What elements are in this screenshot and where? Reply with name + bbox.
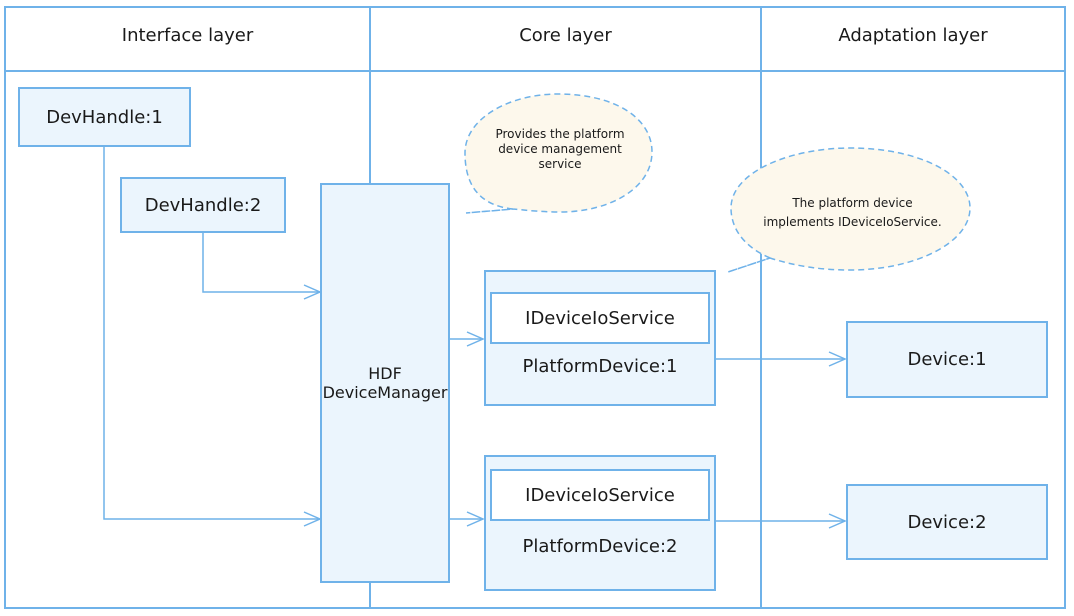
device-2-box: Device:2 — [846, 484, 1048, 560]
devhandle-1-to-manager-connector — [103, 146, 322, 527]
device-manager-label-line-1: HDF — [368, 364, 402, 383]
platform-device-callout-line-2: implements IDeviceIoService. — [763, 215, 942, 229]
device-manager-label-line-2: DeviceManager — [322, 383, 448, 402]
hdf-device-manager-box: HDF DeviceManager — [320, 183, 450, 583]
devhandle-2-to-manager-connector — [202, 232, 322, 300]
manager-callout-line-3: service — [538, 157, 582, 171]
platform-device-1-label: PlatformDevice:1 — [522, 356, 678, 377]
devhandle-2-box: DevHandle:2 — [120, 177, 286, 233]
callout-bubble-platform-device — [727, 147, 971, 273]
core-layer-header: Core layer — [519, 25, 612, 46]
platform-device-callout-line-1: The platform device — [792, 196, 913, 210]
interface-layer-header: Interface layer — [121, 25, 254, 46]
manager-callout-text: Provides the platform device management … — [470, 127, 650, 172]
platform-device-2-label: PlatformDevice:2 — [522, 536, 678, 557]
platform-device-callout-text: The platform device implements IDeviceIo… — [740, 194, 965, 232]
devhandle-1-box: DevHandle:1 — [18, 87, 191, 147]
callout-bubble-manager — [464, 93, 653, 214]
device-1-box: Device:1 — [846, 321, 1048, 398]
manager-callout-line-1: Provides the platform — [495, 127, 625, 141]
platform-device-2-service-box: IDeviceIoService — [490, 469, 710, 521]
adaptation-layer-header: Adaptation layer — [838, 25, 988, 46]
diagram-frame — [4, 6, 1066, 609]
manager-callout-line-2: device management — [498, 142, 622, 156]
platform-device-1-service-box: IDeviceIoService — [490, 292, 710, 344]
